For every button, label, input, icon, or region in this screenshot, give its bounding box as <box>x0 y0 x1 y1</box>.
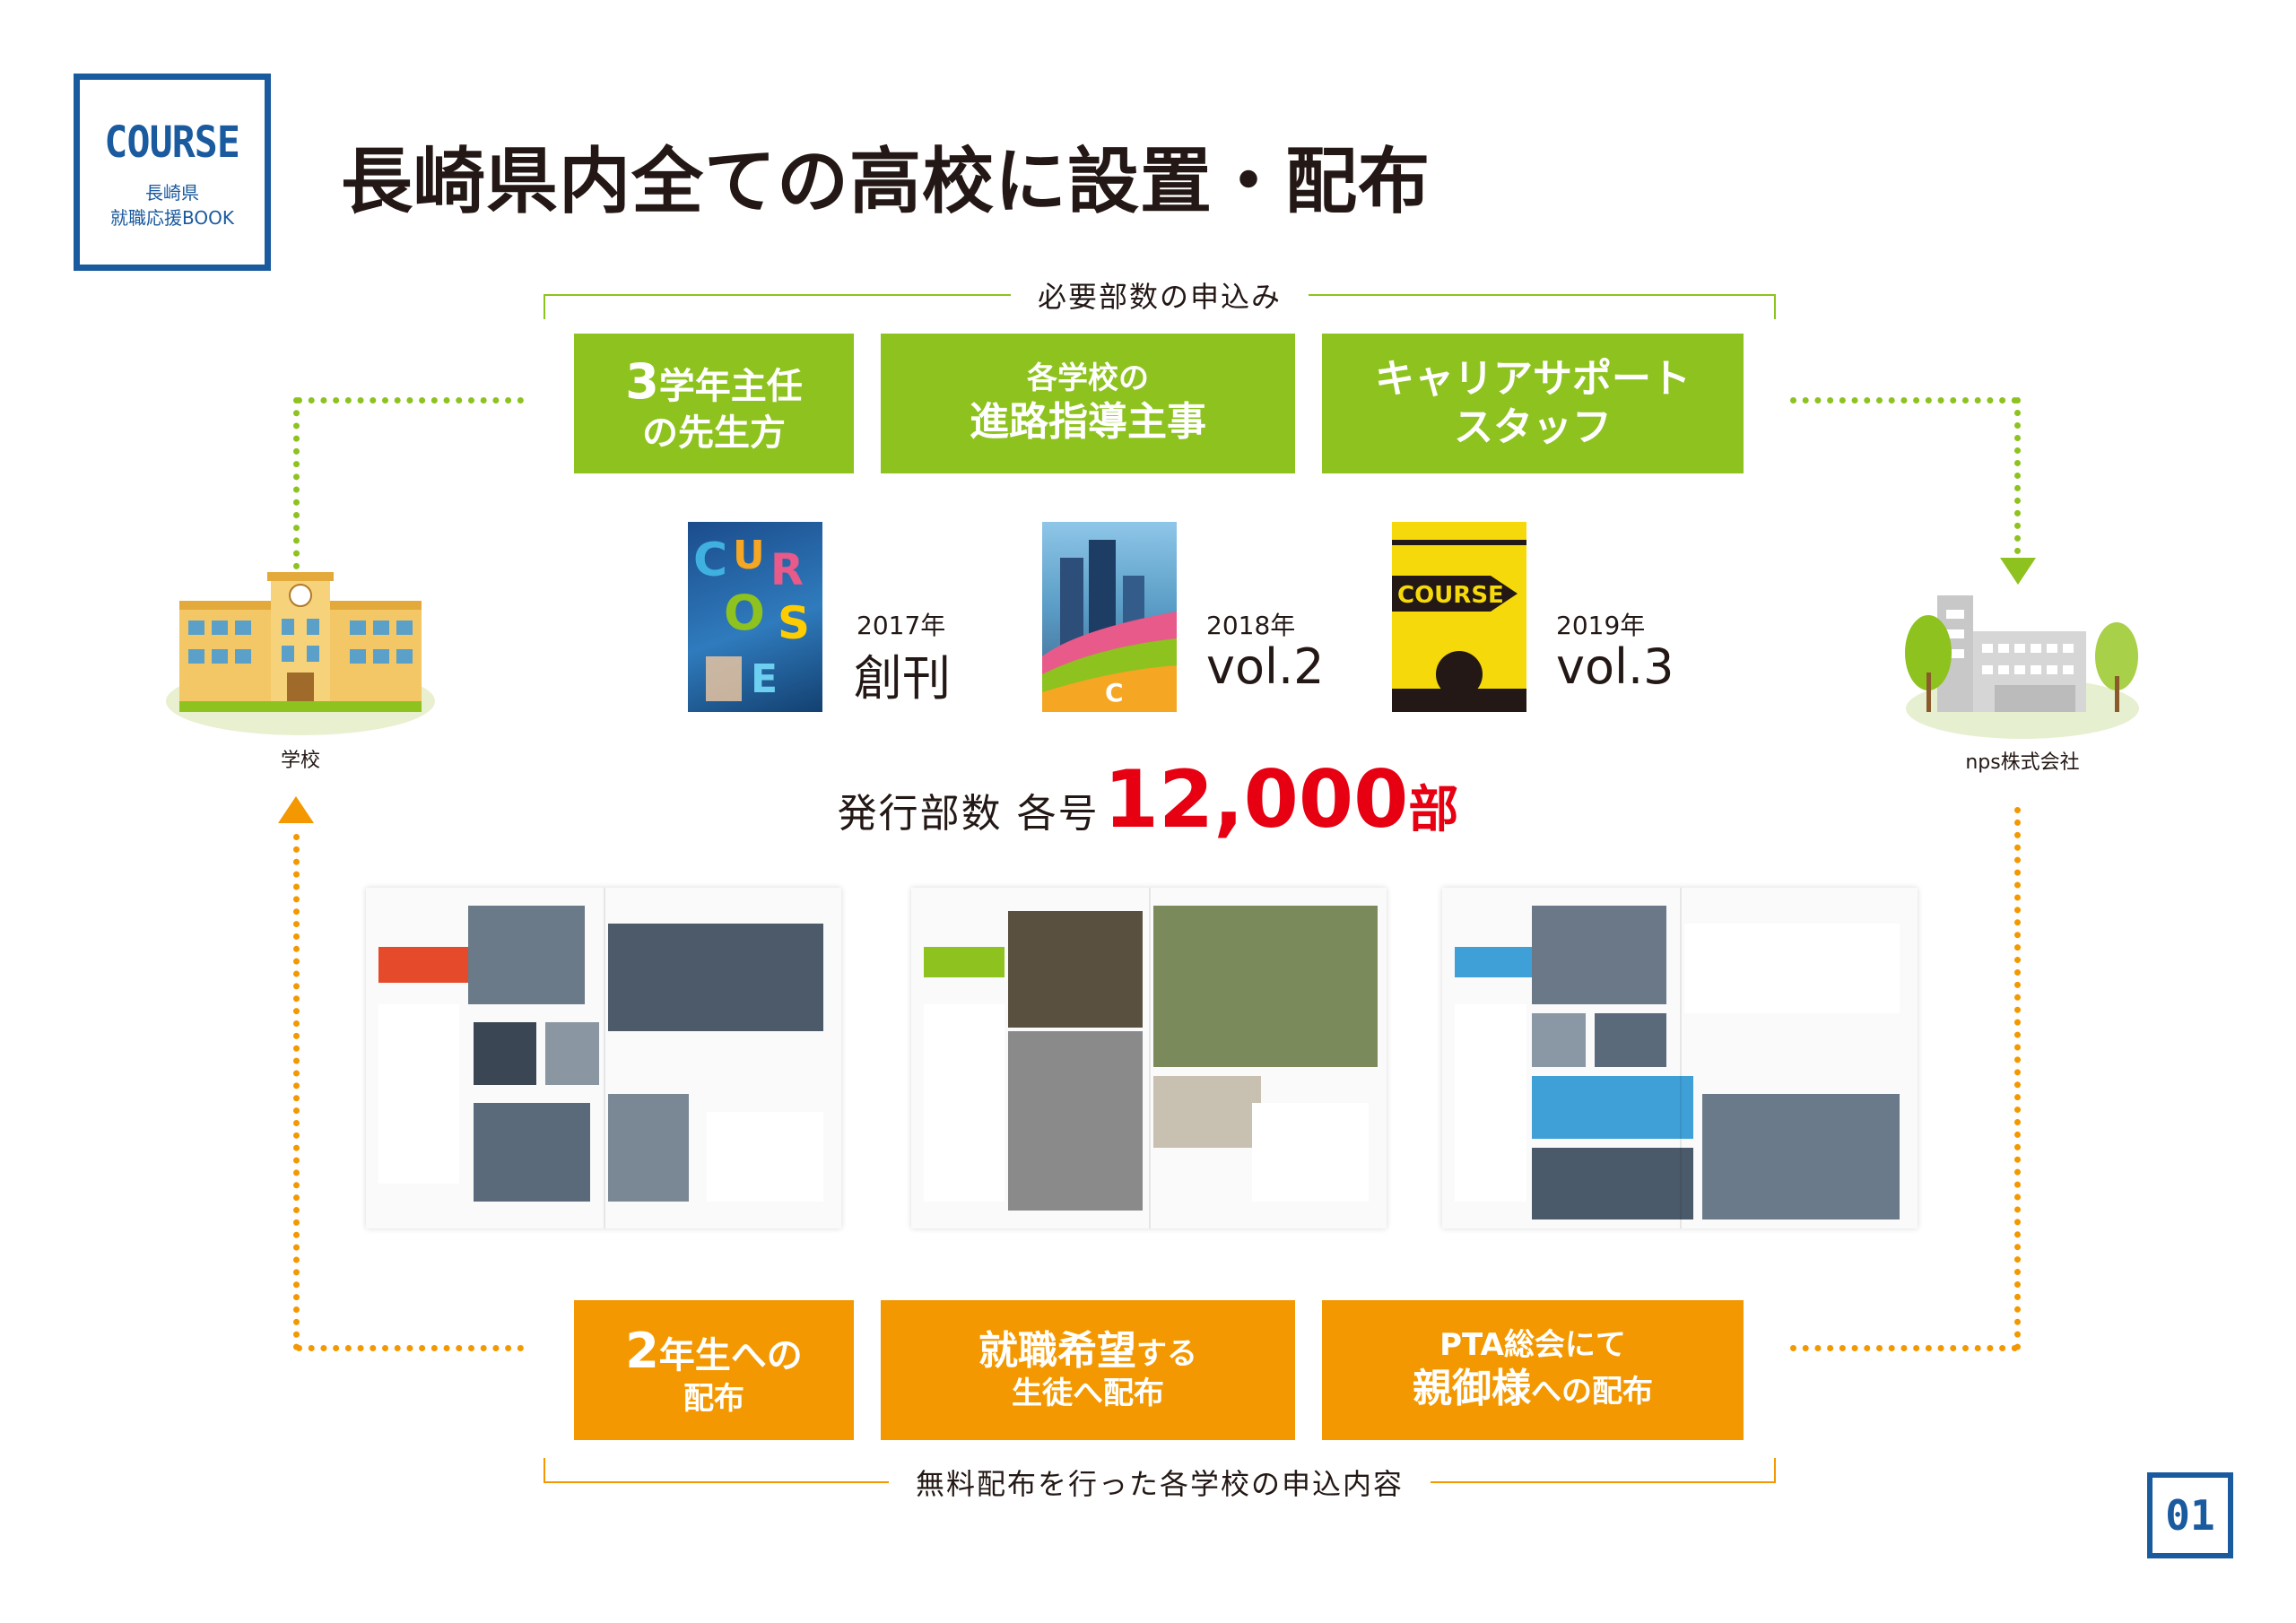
svg-text:COURSE: COURSE <box>1397 582 1504 609</box>
issue-3-name: vol.3 <box>1556 638 1674 695</box>
orange-box-1-line2: 配布 <box>683 1381 744 1418</box>
green-box-2-line2: 進路指導主事 <box>970 398 1206 445</box>
green-box-3-line1: キャリアサポート <box>1375 356 1691 403</box>
top-bracket-label: 必要部数の申込み <box>1010 274 1309 316</box>
green-box-career-director: 各学校の 進路指導主事 <box>881 334 1295 473</box>
svg-text:R: R <box>770 545 804 595</box>
green-dotted-line-right <box>1790 397 2018 404</box>
green-box-1-number: 3 <box>625 352 659 410</box>
orange-box-3-line1: PTA総会にて <box>1439 1327 1626 1364</box>
circulation-label: 発行部数 各号 <box>837 791 1100 837</box>
top-bracket: 必要部数の申込み <box>544 274 1776 319</box>
issue-2-name: vol.2 <box>1206 638 1325 695</box>
spread-fold <box>604 888 605 1228</box>
orange-box-1-number: 2 <box>625 1323 659 1380</box>
cover-2017-image: C U R O S E <box>688 522 822 712</box>
orange-box-2-line2: 生徒へ配布 <box>1012 1376 1164 1412</box>
logo-subtitle: 長崎県 就職応援BOOK <box>110 180 234 230</box>
green-box-2-line1: 各学校の <box>1027 360 1149 397</box>
svg-text:O: O <box>724 585 765 641</box>
company-building-icon <box>1901 583 2144 744</box>
cover-2019-image: COURSE <box>1392 522 1526 712</box>
green-box-1-line1: 学年主任 <box>658 365 803 407</box>
page-title: 長崎県内全ての高校に設置・配布 <box>341 140 1431 223</box>
issue-1-year: 2017年 <box>857 611 946 640</box>
green-box-grade-chief: 3学年主任 の先生方 <box>574 334 854 473</box>
svg-text:C: C <box>693 534 727 587</box>
issue-2-year: 2018年 <box>1206 611 1296 640</box>
orange-box-3-line2a: 親御様 <box>1413 1365 1531 1411</box>
course-logo: COURSE 長崎県 就職応援BOOK <box>74 74 271 271</box>
svg-text:S: S <box>778 597 810 649</box>
logo-title: COURSE <box>104 117 241 168</box>
spread-fold <box>1680 888 1682 1228</box>
orange-dotted-line-right <box>1790 1345 2018 1351</box>
spread-fold <box>1149 888 1151 1228</box>
bottom-bracket-label: 無料配布を行った各学校の申込内容 <box>888 1462 1431 1503</box>
sample-spread-1-image <box>366 888 841 1228</box>
orange-dotted-line-left-vertical <box>293 834 300 1350</box>
school-label: 学校 <box>280 750 320 772</box>
circulation-line: 発行部数 各号 12,000部 <box>0 753 2296 846</box>
logo-subtitle-line2: 就職応援BOOK <box>110 207 234 229</box>
school-building-icon <box>161 567 439 737</box>
green-dotted-line-right-vertical <box>2014 397 2021 554</box>
green-box-3-line2: スタッフ <box>1454 404 1612 450</box>
orange-arrow-up-icon <box>278 796 314 823</box>
orange-box-pta: PTA総会にて 親御様への配布 <box>1322 1300 1744 1440</box>
green-dotted-line-left <box>296 397 524 404</box>
orange-dotted-line-left <box>296 1345 524 1351</box>
orange-box-second-years: 2年生への 配布 <box>574 1300 854 1440</box>
green-arrow-down-icon <box>2000 558 2036 585</box>
sample-spread-3-image <box>1442 888 1918 1228</box>
bottom-bracket: 無料配布を行った各学校の申込内容 <box>544 1458 1776 1503</box>
svg-text:U: U <box>733 533 765 578</box>
green-box-1-line2: の先生方 <box>642 412 786 454</box>
cover-2018-image: C <box>1042 522 1177 712</box>
page-number: 01 <box>2147 1472 2233 1558</box>
logo-subtitle-line1: 長崎県 <box>145 182 199 204</box>
orange-dotted-line-right-vertical <box>2014 807 2021 1350</box>
circulation-unit: 部 <box>1408 781 1459 839</box>
svg-text:C: C <box>1105 678 1124 707</box>
svg-text:E: E <box>751 656 778 702</box>
orange-box-3-line2b: への配布 <box>1531 1373 1653 1410</box>
orange-box-2-line1b: する <box>1136 1336 1197 1373</box>
green-box-career-support-staff: キャリアサポート スタッフ <box>1322 334 1744 473</box>
orange-box-1-line1: 年生への <box>658 1335 803 1377</box>
issue-1-name: 創刊 <box>854 650 951 707</box>
orange-box-job-seekers: 就職希望する 生徒へ配布 <box>881 1300 1295 1440</box>
circulation-number: 12,000 <box>1103 753 1409 846</box>
issue-3-year: 2019年 <box>1556 611 1646 640</box>
company-label: nps株式会社 <box>1965 751 2080 774</box>
orange-box-2-line1a: 就職希望 <box>978 1328 1136 1375</box>
green-dotted-line-left-vertical <box>293 397 300 569</box>
sample-spread-2-image <box>911 888 1387 1228</box>
